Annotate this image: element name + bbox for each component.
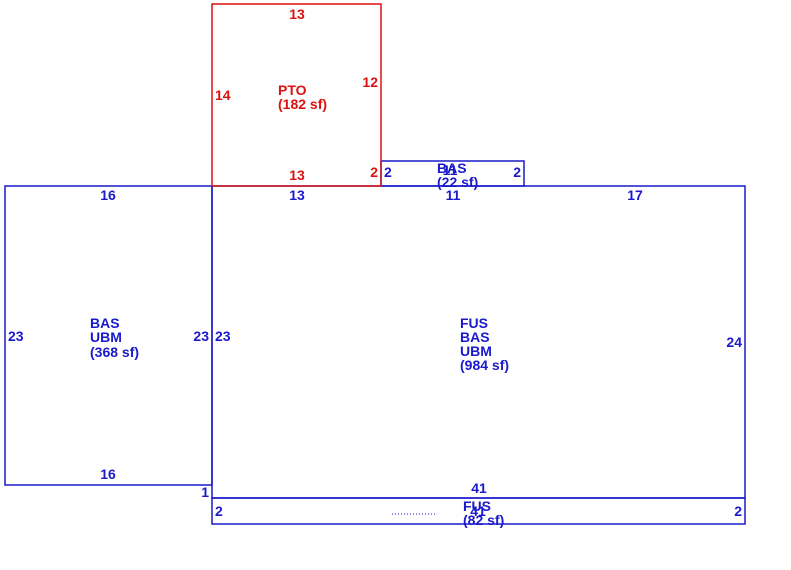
main-dim-bottom: 41 [471, 480, 487, 496]
bump-area-sqft: (22 sf) [437, 174, 478, 190]
main-area-code-2: BAS [460, 329, 490, 345]
strip-area-code: FUS [463, 498, 491, 514]
pto-area-sqft: (182 sf) [278, 96, 327, 112]
bump-dim-bottom: 11 [443, 162, 458, 178]
pto-dim-corner: 2 [370, 164, 378, 180]
west-dim-left: 23 [8, 328, 24, 344]
main-dim-left: 23 [215, 328, 231, 344]
strip-dim-right: 2 [734, 503, 742, 519]
strip-area-sqft: (82 sf) [463, 512, 504, 528]
fus-strip-outline [211, 497, 746, 525]
pto-area-code: PTO [278, 82, 307, 98]
bump-area-code: BAS [437, 160, 467, 176]
main-dim-top-c: 17 [627, 187, 643, 203]
strip-dim-bottom: 41 [470, 503, 486, 519]
west-dim-bottom: 16 [100, 466, 116, 482]
west-area-code-2: UBM [90, 329, 122, 345]
pto-dim-bottom: 13 [289, 167, 305, 183]
west-area-sqft: (368 sf) [90, 344, 139, 360]
pto-dim-top: 13 [289, 6, 305, 22]
main-dim-top-a: 13 [289, 187, 305, 203]
pto-patio-outline [211, 3, 382, 187]
bump-dim-right: 2 [513, 164, 521, 180]
main-dim-top-b: 11 [446, 187, 461, 203]
pto-dim-left: 14 [215, 87, 231, 103]
strip-dim-left: 2 [215, 503, 223, 519]
west-area-code-1: BAS [90, 315, 120, 331]
main-dim-right: 24 [726, 334, 742, 350]
main-dim-step: 1 [201, 484, 209, 500]
main-area-code-1: FUS [460, 315, 488, 331]
west-dim-right: 23 [193, 328, 209, 344]
main-area-sqft: (984 sf) [460, 357, 509, 373]
main-area-code-3: UBM [460, 343, 492, 359]
pto-dim-right: 12 [362, 74, 378, 90]
bump-dim-left: 2 [384, 164, 392, 180]
west-dim-top: 16 [100, 187, 116, 203]
